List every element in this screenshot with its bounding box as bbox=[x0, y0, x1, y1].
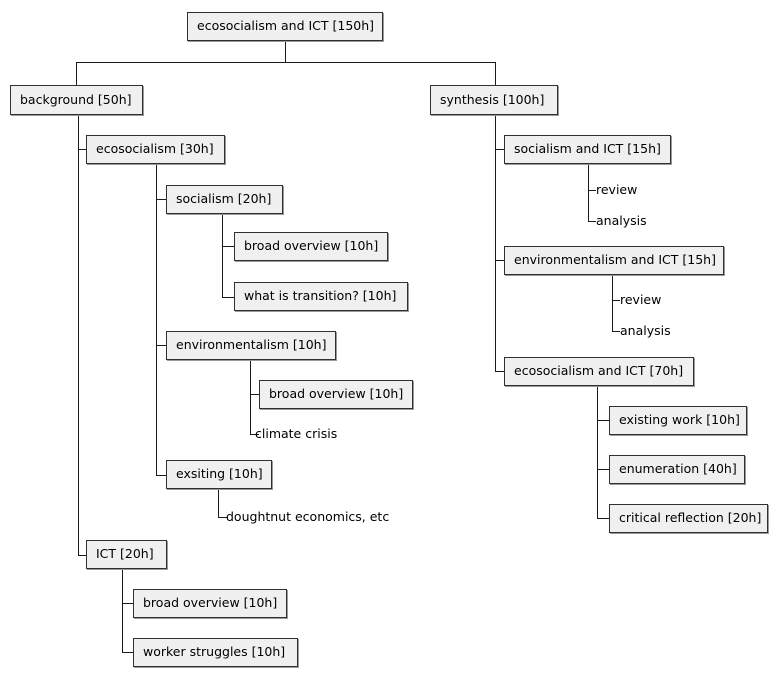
edge-ecosocialism-spine bbox=[156, 164, 157, 475]
edge-syn-eco-to-critical bbox=[597, 518, 609, 519]
edge-syn-eco-to-existing bbox=[597, 420, 609, 421]
edge-background-to-ict bbox=[78, 555, 86, 556]
edge-synthesis-spine bbox=[495, 115, 496, 372]
edge-ecosocialism-to-environmentalism bbox=[156, 345, 166, 346]
node-syn-env-review[interactable]: review bbox=[620, 291, 662, 307]
edge-synthesis-to-ecosocialism bbox=[495, 371, 504, 372]
edge-syn-env-spine bbox=[612, 275, 613, 332]
node-environmentalism[interactable]: environmentalism [10h] bbox=[166, 331, 336, 360]
edge-bus-to-background bbox=[76, 62, 77, 85]
node-socialism[interactable]: socialism [20h] bbox=[166, 185, 283, 214]
edge-ecosocialism-to-exsiting bbox=[156, 475, 166, 476]
node-env-climate[interactable]: climate crisis bbox=[255, 425, 338, 441]
node-syn-env-analysis[interactable]: analysis bbox=[620, 322, 671, 338]
node-syn-eco-existing[interactable]: existing work [10h] bbox=[609, 406, 747, 435]
edge-environmentalism-to-climate bbox=[250, 434, 259, 435]
edge-environmentalism-to-broad bbox=[250, 394, 259, 395]
edge-syn-socialism-to-review bbox=[588, 190, 596, 191]
node-ict-worker[interactable]: worker struggles [10h] bbox=[133, 638, 298, 667]
edge-ict-to-worker bbox=[122, 652, 133, 653]
edge-syn-socialism-to-analysis bbox=[588, 221, 596, 222]
edge-synthesis-to-socialism bbox=[495, 149, 504, 150]
edge-root-stem bbox=[285, 41, 286, 62]
node-syn-eco-enum[interactable]: enumeration [40h] bbox=[609, 455, 745, 484]
edge-ecosocialism-to-socialism bbox=[156, 199, 166, 200]
node-ict[interactable]: ICT [20h] bbox=[86, 540, 167, 569]
node-exsiting[interactable]: exsiting [10h] bbox=[166, 460, 272, 489]
node-ict-broad[interactable]: broad overview [10h] bbox=[133, 589, 287, 618]
edge-syn-env-to-review bbox=[612, 300, 620, 301]
edge-socialism-to-broad bbox=[222, 246, 234, 247]
node-root[interactable]: ecosocialism and ICT [150h] bbox=[187, 12, 383, 41]
edge-socialism-spine bbox=[222, 214, 223, 297]
edge-root-bus bbox=[76, 62, 495, 63]
edge-bus-to-synthesis bbox=[495, 62, 496, 85]
edge-environmentalism-spine bbox=[250, 360, 251, 435]
node-syn-socialism[interactable]: socialism and ICT [15h] bbox=[504, 135, 671, 164]
node-syn-env[interactable]: environmentalism and ICT [15h] bbox=[504, 246, 724, 275]
edge-syn-eco-spine bbox=[597, 386, 598, 519]
edge-syn-eco-to-enumeration bbox=[597, 469, 609, 470]
edge-syn-socialism-spine bbox=[588, 164, 589, 221]
node-soc-broad[interactable]: broad overview [10h] bbox=[234, 232, 388, 261]
edge-exsiting-to-doughnut bbox=[218, 517, 228, 518]
edge-synthesis-to-environmentalism bbox=[495, 260, 504, 261]
edge-syn-env-to-analysis bbox=[612, 331, 620, 332]
edge-exsiting-spine bbox=[218, 489, 219, 518]
edge-background-spine bbox=[78, 115, 79, 555]
node-ecosocialism[interactable]: ecosocialism [30h] bbox=[86, 135, 225, 164]
node-syn-soc-analysis[interactable]: analysis bbox=[596, 212, 647, 228]
edge-socialism-to-transition bbox=[222, 297, 234, 298]
node-doughnut[interactable]: doughtnut economics, etc bbox=[226, 508, 390, 524]
node-background[interactable]: background [50h] bbox=[10, 85, 143, 115]
node-syn-eco-critical[interactable]: critical reflection [20h] bbox=[609, 504, 768, 533]
edge-ict-spine bbox=[122, 569, 123, 653]
node-synthesis[interactable]: synthesis [100h] bbox=[430, 85, 558, 115]
node-soc-transition[interactable]: what is transition? [10h] bbox=[234, 282, 408, 311]
node-env-broad[interactable]: broad overview [10h] bbox=[259, 380, 413, 409]
edge-ict-to-broad bbox=[122, 603, 133, 604]
node-syn-soc-review[interactable]: review bbox=[596, 181, 638, 197]
node-syn-eco[interactable]: ecosocialism and ICT [70h] bbox=[504, 357, 694, 386]
edge-background-to-ecosocialism bbox=[78, 149, 86, 150]
